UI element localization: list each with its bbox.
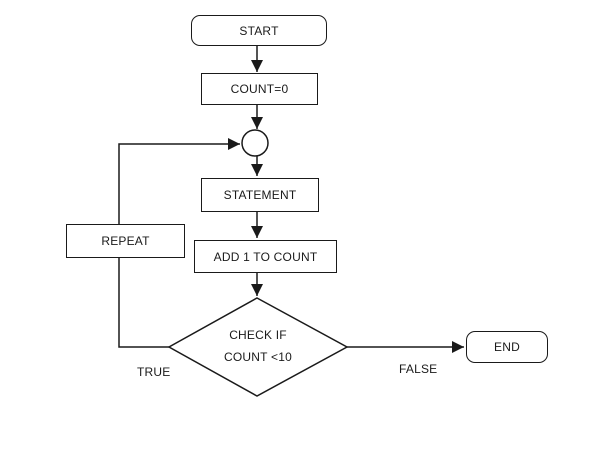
decision-diamond-shape <box>167 297 349 397</box>
true-branch-label: TRUE <box>137 365 171 379</box>
node-statement: STATEMENT <box>201 178 319 212</box>
node-statement-label: STATEMENT <box>223 188 297 202</box>
node-start: START <box>191 15 327 46</box>
false-branch-label: FALSE <box>399 362 438 376</box>
decision-label: CHECK IF COUNT <10 <box>183 324 333 368</box>
node-increment: ADD 1 TO COUNT <box>194 240 337 273</box>
node-count-init-label: COUNT=0 <box>230 82 289 96</box>
node-increment-label: ADD 1 TO COUNT <box>213 249 318 264</box>
junction-circle-shape <box>241 129 269 157</box>
node-end: END <box>466 331 548 363</box>
node-repeat-label: REPEAT <box>101 234 150 248</box>
node-count-init: COUNT=0 <box>201 73 318 105</box>
node-end-label: END <box>494 340 520 354</box>
node-repeat: REPEAT <box>66 224 185 258</box>
node-start-label: START <box>239 23 279 38</box>
decision-label-line1: CHECK IF <box>229 328 287 342</box>
decision-label-line2: COUNT <10 <box>224 350 292 364</box>
